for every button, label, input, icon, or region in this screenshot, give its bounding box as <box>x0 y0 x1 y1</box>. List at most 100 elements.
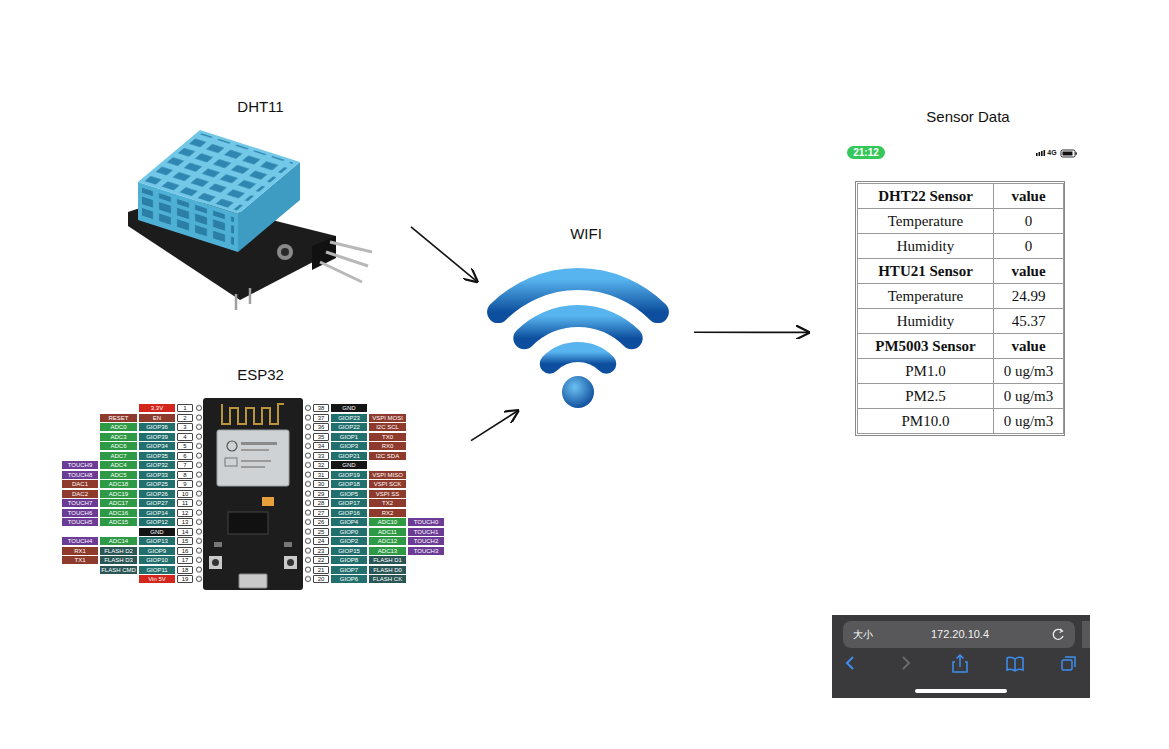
shield-marking <box>241 466 265 468</box>
table-cell: Humidity <box>857 233 994 259</box>
pin-function-label: ADC15 <box>100 518 137 526</box>
table-cell: PM5003 Sensor <box>857 333 994 359</box>
pin-function-label: VSPI SS <box>369 490 406 498</box>
pin-number: 18 <box>177 566 193 574</box>
pin-number: 27 <box>313 509 329 517</box>
board-button-cap <box>287 559 294 566</box>
pin-function-label: GIOP23 <box>331 414 367 422</box>
pin-function-label: EN <box>139 414 175 422</box>
pin-function-label: I2C SDA <box>369 452 406 460</box>
pin-function-label: VSPI SCK <box>369 480 406 488</box>
pin-function-label: GND <box>331 404 367 412</box>
pin-number: 7 <box>177 461 193 469</box>
pin-function-label: ADC11 <box>369 528 406 536</box>
pin-function-label: ADC0 <box>100 423 137 431</box>
pin-number: 22 <box>313 556 329 564</box>
pin-number: 21 <box>313 566 329 574</box>
pin-function-label: GIOP25 <box>139 480 175 488</box>
sensor-pin <box>320 262 362 282</box>
reload-icon-head <box>1060 629 1063 633</box>
browser-bar <box>832 615 1090 698</box>
pin-function-label: TOUCH6 <box>62 509 98 517</box>
pin-number: 28 <box>313 499 329 507</box>
signal-bar <box>1039 152 1041 156</box>
pin-function-label: TX1 <box>62 556 98 564</box>
pin-function-label: RX1 <box>62 547 98 555</box>
pin-function-label: GIOP33 <box>139 471 175 479</box>
pin-function-label: GIOP16 <box>331 509 367 517</box>
header-holes <box>196 404 202 585</box>
shield-marking <box>225 458 237 466</box>
wifi-figure: WIFI <box>478 225 694 410</box>
network-type: 4G <box>1045 148 1059 157</box>
pin-function-label: GIOP5 <box>331 490 367 498</box>
signal-bar <box>1044 150 1046 156</box>
pin-function-label: GIOP35 <box>139 452 175 460</box>
pin-function-label: ADC18 <box>100 480 137 488</box>
tabs-icon-back <box>1065 657 1075 667</box>
pin-function-label: GND <box>331 461 367 469</box>
pin-function-label: TOUCH2 <box>408 537 444 545</box>
pin-function-label: TOUCH4 <box>62 537 98 545</box>
figure-heading: DHT11 <box>110 98 411 116</box>
table-cell: value <box>993 183 1064 209</box>
pin-number: 4 <box>177 433 193 441</box>
pin-number: 38 <box>313 404 329 412</box>
table-cell: PM1.0 <box>857 358 994 384</box>
pin-number: 31 <box>313 471 329 479</box>
pin-function-label: ADC19 <box>100 490 137 498</box>
board-chip <box>228 512 268 534</box>
pin-number: 13 <box>177 518 193 526</box>
pin-function-label: FLASH CMD <box>100 566 137 574</box>
pin-function-label: GIOP15 <box>331 547 367 555</box>
pin-function-label: VSPI MISO <box>369 471 406 479</box>
sensor-pin <box>249 288 252 304</box>
battery-level <box>1063 152 1073 156</box>
pin-function-label: 3.3V <box>139 404 175 412</box>
pin-number: 5 <box>177 442 193 450</box>
tabs-icon <box>1062 660 1072 670</box>
pin-function-label: FLASH CK <box>369 575 406 583</box>
pin-function-label: GIOP1 <box>331 433 367 441</box>
sensor-pin <box>330 242 372 252</box>
forward-icon <box>903 657 909 669</box>
pin-function-label: GIOP34 <box>139 442 175 450</box>
usb-port <box>239 574 267 588</box>
pin-number: 17 <box>177 556 193 564</box>
board-button-cap <box>212 559 219 566</box>
pin-function-label: GIOP12 <box>139 518 175 526</box>
pin-number: 32 <box>313 461 329 469</box>
signal-bar <box>1041 151 1043 156</box>
flow-arrow <box>471 410 519 441</box>
pin-function-label: ADC7 <box>100 452 137 460</box>
pin-function-label: ADC6 <box>100 442 137 450</box>
sensor-top-face <box>138 130 300 214</box>
pin-number: 10 <box>177 490 193 498</box>
board-button <box>284 556 297 569</box>
table-cell: 45.37 <box>993 308 1064 334</box>
pin-number: 9 <box>177 480 193 488</box>
table-cell: PM10.0 <box>857 408 994 434</box>
pin-function-label: TOUCH8 <box>62 471 98 479</box>
pin-number: 35 <box>313 433 329 441</box>
table-cell: value <box>993 258 1064 284</box>
pin-number: 19 <box>177 575 193 583</box>
pin-function-label: TOUCH3 <box>408 547 444 555</box>
pin-function-label: GIOP39 <box>139 433 175 441</box>
table-cell: 24.99 <box>993 283 1064 309</box>
status-time: 21:12 <box>847 146 885 159</box>
pin-number: 30 <box>313 480 329 488</box>
pin-function-label: GIOP14 <box>139 509 175 517</box>
pin-function-label: RX0 <box>369 442 406 450</box>
pin-number: 8 <box>177 471 193 479</box>
module-shield <box>217 430 289 486</box>
antenna-trace <box>222 404 284 424</box>
pin-number: 6 <box>177 452 193 460</box>
figure-heading: ESP32 <box>50 366 471 384</box>
table-cell: Temperature <box>857 208 994 234</box>
shield-marking <box>241 460 271 462</box>
flow-arrow <box>411 227 478 283</box>
battery-icon <box>1061 150 1075 157</box>
pin-function-label: GIOP10 <box>139 556 175 564</box>
pin-number: 1 <box>177 404 193 412</box>
